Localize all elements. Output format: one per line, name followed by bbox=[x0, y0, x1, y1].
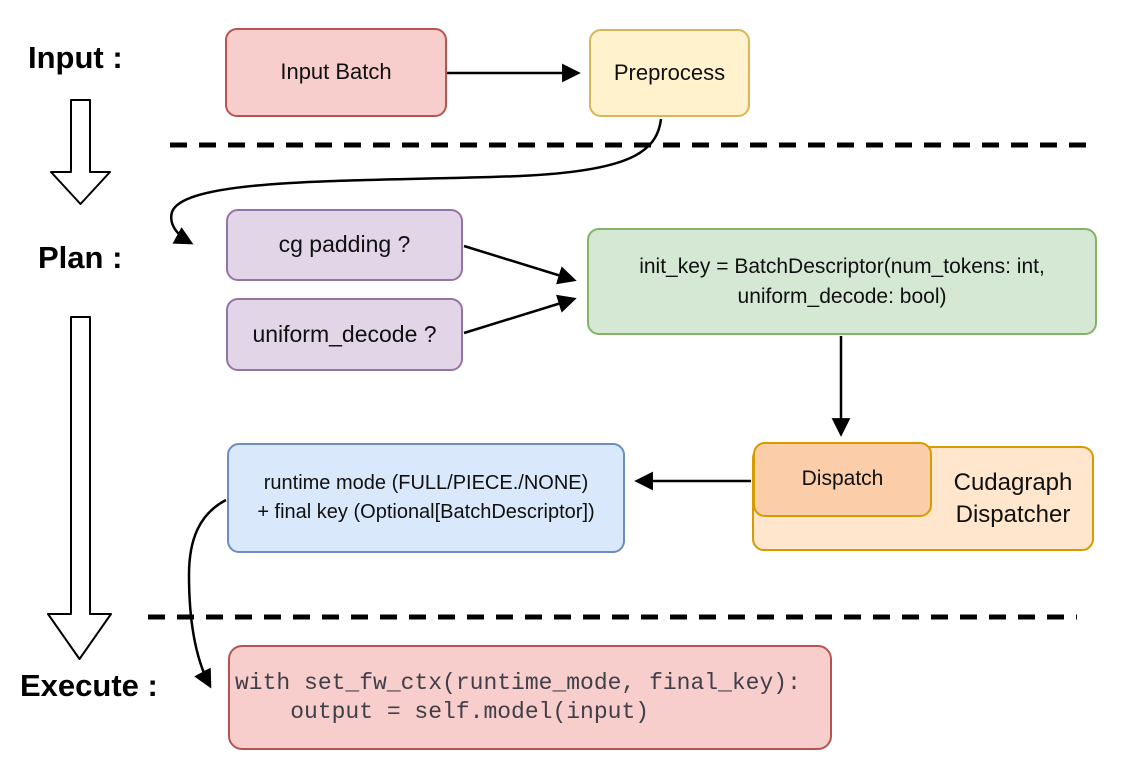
arrow-uniform-decode-to-init-key bbox=[463, 294, 577, 335]
execute-code-line2: output = self.model(input) bbox=[235, 698, 650, 725]
arrow-runtime-mode-to-execute-code bbox=[187, 498, 227, 689]
cudagraph-label-line1: Cudagraph bbox=[953, 468, 1073, 496]
node-init-key-line1: init_key = BatchDescriptor(num_tokens: i… bbox=[639, 254, 1045, 278]
stage-label-plan: Plan : bbox=[38, 240, 123, 275]
stage-arrow-plan-to-execute bbox=[47, 316, 112, 660]
node-preprocess: Preprocess bbox=[589, 29, 750, 117]
stage-label-input: Input : bbox=[28, 40, 123, 75]
node-dispatch-label: Dispatch bbox=[801, 467, 884, 491]
node-input-batch: Input Batch bbox=[225, 28, 447, 117]
node-runtime-mode-line2: + final key (Optional[BatchDescriptor]) bbox=[257, 501, 595, 523]
node-uniform-decode-label: uniform_decode ? bbox=[252, 320, 437, 347]
stage-label-execute: Execute : bbox=[20, 668, 158, 703]
node-runtime-mode-line1: runtime mode (FULL/PIECE./NONE) bbox=[263, 472, 589, 494]
arrow-cg-padding-to-init-key bbox=[463, 244, 577, 285]
node-runtime-mode: runtime mode (FULL/PIECE./NONE) + final … bbox=[227, 443, 625, 553]
node-input-batch-label: Input Batch bbox=[280, 59, 392, 85]
node-uniform-decode: uniform_decode ? bbox=[226, 298, 463, 371]
stage-arrow-input-to-plan bbox=[50, 99, 111, 205]
node-dispatch: Dispatch bbox=[753, 442, 932, 517]
node-cg-padding: cg padding ? bbox=[226, 209, 463, 281]
node-init-key: init_key = BatchDescriptor(num_tokens: i… bbox=[587, 228, 1097, 335]
node-preprocess-label: Preprocess bbox=[613, 59, 726, 85]
node-execute-code: with set_fw_ctx(runtime_mode, final_key)… bbox=[228, 645, 832, 750]
execute-code-line1: with set_fw_ctx(runtime_mode, final_key)… bbox=[235, 669, 801, 696]
node-init-key-line2: uniform_decode: bool) bbox=[737, 284, 947, 308]
node-cudagraph-dispatcher-label: Cudagraph Dispatcher bbox=[932, 446, 1094, 551]
node-cg-padding-label: cg padding ? bbox=[278, 231, 411, 258]
cudagraph-label-line2: Dispatcher bbox=[955, 500, 1071, 528]
